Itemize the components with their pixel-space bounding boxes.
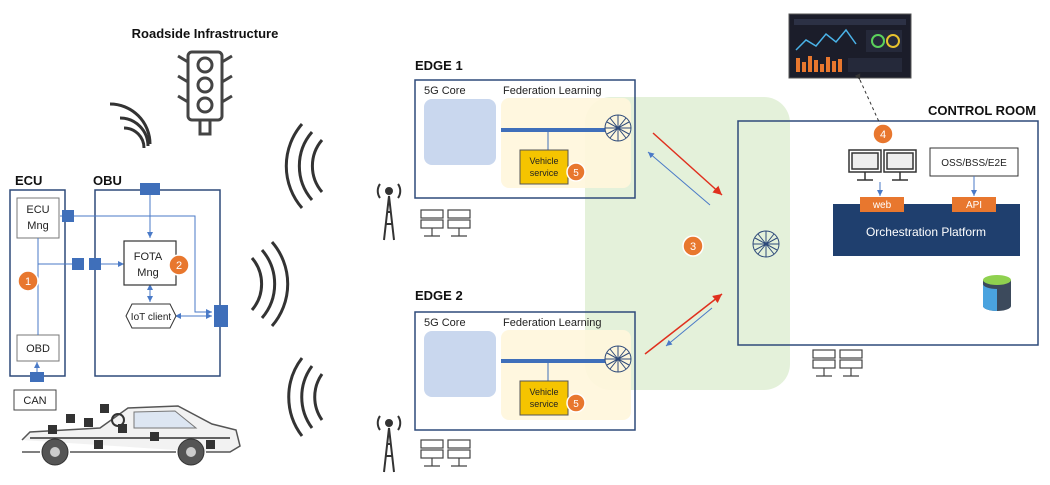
roadside-title: Roadside Infrastructure (132, 26, 279, 41)
wireless-signal-icon (287, 357, 324, 437)
api-tag (952, 197, 996, 212)
control-to-edge2-arrow (665, 307, 713, 347)
edge2-to-control-arrow (644, 293, 723, 355)
wireless-signal-icon (284, 123, 324, 209)
ecu-mng-label-2: Mng (27, 220, 48, 232)
ecu-obu-connector-2 (89, 258, 101, 270)
edge1-vs-label-1: Vehicle (529, 156, 558, 166)
server-icon (420, 439, 471, 467)
orchestration-label: Orchestration Platform (866, 225, 986, 239)
control-to-edge1-arrow (647, 151, 711, 206)
badge-5-edge2 (566, 393, 586, 413)
edge2-vs-label-1: Vehicle (529, 387, 558, 397)
antenna-tower-icon (376, 415, 402, 473)
ecu-title: ECU (15, 173, 42, 188)
ecu-mng-label-1: ECU (26, 204, 49, 216)
ecu-obu-connector-1 (72, 258, 84, 270)
monitor-icon (848, 149, 917, 181)
edge2-vs-label-2: service (530, 399, 559, 409)
edge1-vs-label-2: service (530, 168, 559, 178)
oss-bss-box (929, 147, 1019, 177)
badge-5-edge1 (566, 162, 586, 182)
neural-net-icon (604, 345, 632, 373)
iot-client-shape (125, 303, 177, 329)
iot-client-label: IoT client (131, 312, 172, 323)
obu-side-connector (214, 305, 228, 327)
edge1-core-block (424, 99, 496, 165)
server-icon (812, 349, 863, 377)
orchestration-platform (833, 204, 1020, 256)
web-label: web (872, 200, 892, 211)
ecu-mng-box (16, 197, 60, 239)
fota-mng-box (123, 240, 177, 286)
edge2-core-block (424, 331, 496, 397)
badge-2-label: 2 (176, 260, 182, 272)
control-room-title: CONTROL ROOM (928, 103, 1036, 118)
badge-2 (168, 254, 190, 276)
car-icon (21, 404, 241, 466)
antenna-tower-icon (376, 183, 402, 241)
edge2-title: EDGE 2 (415, 288, 463, 303)
server-icon (420, 209, 471, 237)
database-icon (983, 275, 1011, 311)
badge-5-edge1-label: 5 (573, 168, 579, 179)
oss-bss-label: OSS/BSS/E2E (941, 158, 1007, 169)
edge2-core-label: 5G Core (424, 317, 466, 329)
badge-4 (872, 123, 894, 145)
ecu-connector (62, 210, 74, 222)
dashboard-screen (788, 13, 912, 79)
badge-1-label: 1 (25, 276, 31, 288)
edge2-fl-label: Federation Learning (503, 317, 601, 329)
can-connector (30, 372, 44, 382)
badge-5-edge2-label: 5 (573, 399, 579, 410)
wireless-signal-icon (109, 102, 152, 149)
badge-3-label: 3 (690, 241, 696, 253)
obu-links (38, 195, 212, 319)
edge2-box (414, 311, 636, 431)
dashboard-link (854, 73, 881, 125)
edge1-core-label: 5G Core (424, 85, 466, 97)
edge1-vehicle-service (519, 149, 569, 185)
obu-top-connector (140, 183, 160, 195)
edge1-to-control-arrow (652, 132, 723, 196)
web-tag (860, 197, 904, 212)
badge-4-label: 4 (880, 129, 886, 141)
badge-1 (17, 270, 39, 292)
obu-title: OBU (93, 173, 122, 188)
can-box (13, 389, 57, 411)
wireless-signal-icon (250, 241, 290, 327)
edge1-fl-label: Federation Learning (503, 85, 601, 97)
can-label: CAN (23, 395, 46, 407)
control-room-box (737, 120, 1039, 346)
obd-label: OBD (26, 343, 50, 355)
fota-label-2: Mng (137, 267, 158, 279)
badge-3 (682, 235, 704, 257)
edge2-vehicle-service (519, 380, 569, 416)
fota-label-1: FOTA (134, 251, 163, 263)
edge1-box (414, 79, 636, 199)
neural-net-icon (752, 230, 780, 258)
api-label: API (966, 200, 982, 211)
neural-net-icon (604, 114, 632, 142)
edge1-title: EDGE 1 (415, 58, 463, 73)
traffic-light-icon (177, 50, 233, 136)
